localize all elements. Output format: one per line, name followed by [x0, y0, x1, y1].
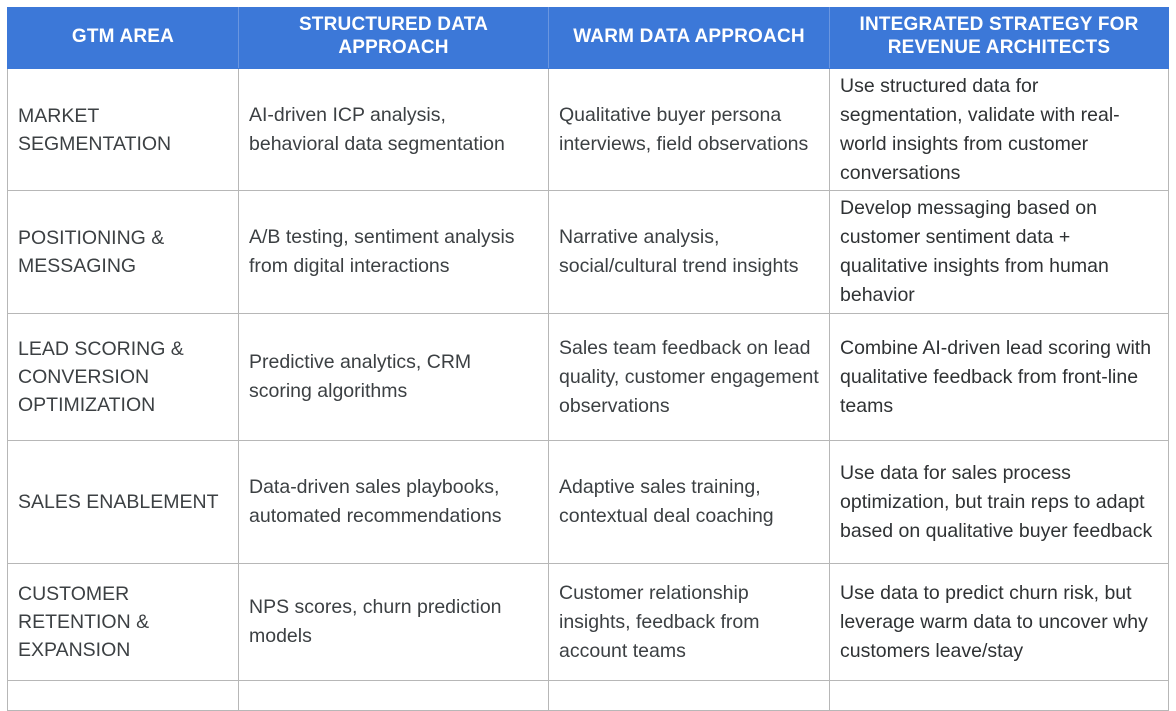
- table-row: SALES ENABLEMENT Data-driven sales playb…: [7, 440, 1169, 564]
- cell-integrated[interactable]: Combine AI-driven lead scoring with qual…: [829, 313, 1169, 441]
- column-header-warm-data-approach[interactable]: WARM DATA APPROACH: [548, 7, 830, 69]
- cell-gtm-area[interactable]: [7, 680, 239, 711]
- cell-structured[interactable]: Data-driven sales playbooks, automated r…: [238, 440, 549, 564]
- cell-text: A/B testing, sentiment analysis from dig…: [249, 226, 515, 277]
- cell-gtm-area[interactable]: CUSTOMER RETENTION & EXPANSION: [7, 563, 239, 681]
- cell-warm[interactable]: Narrative analysis, social/cultural tren…: [548, 190, 830, 314]
- cell-text: Customer relationship insights, feedback…: [559, 581, 760, 662]
- table-row: POSITIONING & MESSAGING A/B testing, sen…: [7, 190, 1169, 314]
- cell-text: Use data to predict churn risk, but leve…: [840, 581, 1148, 662]
- table-row-partial: [7, 680, 1169, 711]
- cell-text: NPS scores, churn prediction models: [249, 596, 502, 647]
- cell-structured[interactable]: A/B testing, sentiment analysis from dig…: [238, 190, 549, 314]
- cell-text: AI-driven ICP analysis, behavioral data …: [249, 103, 505, 155]
- cell-text: Predictive analytics, CRM scoring algori…: [249, 351, 472, 402]
- gtm-comparison-table: GTM AREA STRUCTURED DATA APPROACH WARM D…: [7, 7, 1169, 711]
- cell-text: MARKET SEGMENTATION: [18, 104, 172, 155]
- cell-integrated[interactable]: Develop messaging based on customer sent…: [829, 190, 1169, 314]
- column-header-gtm-area[interactable]: GTM AREA: [7, 7, 239, 69]
- cell-integrated[interactable]: Use data to predict churn risk, but leve…: [829, 563, 1169, 681]
- cell-text: SALES ENABLEMENT: [18, 491, 219, 513]
- cell-text: Combine AI-driven lead scoring with qual…: [840, 336, 1152, 417]
- cell-structured[interactable]: [238, 680, 549, 711]
- cell-structured[interactable]: NPS scores, churn prediction models: [238, 563, 549, 681]
- cell-integrated[interactable]: Use data for sales process optimization,…: [829, 440, 1169, 564]
- cell-text: Adaptive sales training, contextual deal…: [559, 476, 774, 527]
- cell-warm[interactable]: [548, 680, 830, 711]
- cell-text: LEAD SCORING & CONVERSION OPTIMIZATION: [18, 338, 184, 416]
- column-header-structured-data-approach[interactable]: STRUCTURED DATA APPROACH: [238, 7, 549, 69]
- table-body: MARKET SEGMENTATION AI-driven ICP analys…: [7, 68, 1169, 711]
- cell-gtm-area[interactable]: POSITIONING & MESSAGING: [7, 190, 239, 314]
- cell-warm[interactable]: Qualitative buyer persona interviews, fi…: [548, 68, 830, 191]
- cell-warm[interactable]: Sales team feedback on lead quality, cus…: [548, 313, 830, 441]
- cell-structured[interactable]: Predictive analytics, CRM scoring algori…: [238, 313, 549, 441]
- cell-integrated[interactable]: Use structured data for segmentation, va…: [829, 68, 1169, 191]
- cell-text: Use structured data for segmentation, va…: [840, 74, 1120, 184]
- cell-text: Sales team feedback on lead quality, cus…: [559, 336, 819, 417]
- cell-text: Qualitative buyer persona interviews, fi…: [559, 103, 809, 155]
- table-row: LEAD SCORING & CONVERSION OPTIMIZATION P…: [7, 313, 1169, 441]
- header-row: GTM AREA STRUCTURED DATA APPROACH WARM D…: [7, 7, 1169, 69]
- cell-text: Narrative analysis, social/cultural tren…: [559, 226, 799, 277]
- cell-warm[interactable]: Customer relationship insights, feedback…: [548, 563, 830, 681]
- table-row: MARKET SEGMENTATION AI-driven ICP analys…: [7, 68, 1169, 191]
- spreadsheet-canvas: GTM AREA STRUCTURED DATA APPROACH WARM D…: [7, 7, 1169, 711]
- cell-gtm-area[interactable]: SALES ENABLEMENT: [7, 440, 239, 564]
- cell-text: Develop messaging based on customer sent…: [840, 197, 1109, 306]
- table-row: CUSTOMER RETENTION & EXPANSION NPS score…: [7, 563, 1169, 681]
- column-header-integrated-strategy[interactable]: INTEGRATED STRATEGY FOR REVENUE ARCHITEC…: [829, 7, 1169, 69]
- cell-warm[interactable]: Adaptive sales training, contextual deal…: [548, 440, 830, 564]
- cell-gtm-area[interactable]: LEAD SCORING & CONVERSION OPTIMIZATION: [7, 313, 239, 441]
- cell-text: Use data for sales process optimization,…: [840, 461, 1153, 542]
- cell-text: POSITIONING & MESSAGING: [18, 227, 165, 277]
- cell-gtm-area[interactable]: MARKET SEGMENTATION: [7, 68, 239, 191]
- cell-integrated[interactable]: [829, 680, 1169, 711]
- cell-structured[interactable]: AI-driven ICP analysis, behavioral data …: [238, 68, 549, 191]
- table-header: GTM AREA STRUCTURED DATA APPROACH WARM D…: [7, 7, 1169, 69]
- cell-text: Data-driven sales playbooks, automated r…: [249, 476, 502, 527]
- cell-text: CUSTOMER RETENTION & EXPANSION: [18, 583, 150, 661]
